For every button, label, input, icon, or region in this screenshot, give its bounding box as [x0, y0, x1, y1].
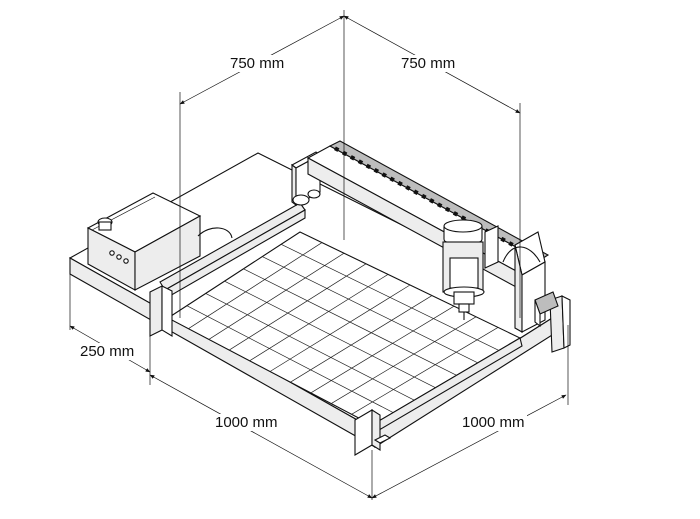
grid-line — [208, 252, 345, 340]
grid-line — [205, 293, 415, 401]
chain-link — [357, 159, 364, 165]
spindle — [442, 219, 499, 320]
chain-link — [405, 185, 411, 191]
chain-link — [397, 180, 403, 187]
spindle-mount — [484, 225, 499, 269]
grid-line — [280, 243, 500, 351]
work-table-grid — [186, 242, 500, 415]
chain-link — [460, 215, 467, 221]
chain-link — [381, 172, 387, 178]
chain-link — [373, 168, 380, 174]
chain-link — [334, 146, 340, 152]
indicator-icon — [116, 254, 122, 260]
indicator-icon — [123, 258, 129, 264]
grid-line — [224, 280, 436, 389]
dim-length-front: 1000 mm — [213, 414, 280, 431]
chain-link — [341, 150, 348, 157]
cable-carrier — [502, 246, 541, 263]
dim-length-right: 1000 mm — [460, 414, 527, 431]
grid-line — [243, 268, 457, 376]
chain-link — [500, 236, 506, 243]
chain-link — [365, 163, 372, 170]
end-plate-left — [149, 285, 173, 337]
dim-base-offset: 250 mm — [78, 343, 137, 360]
chain-link — [349, 155, 356, 161]
grid-line — [290, 295, 433, 383]
grid-line — [188, 242, 323, 329]
cable — [197, 227, 233, 239]
chain-link — [437, 202, 443, 208]
dim-width-left: 750 mm — [228, 55, 287, 72]
grid-line — [249, 274, 389, 362]
grid-line — [229, 263, 367, 351]
indicator-icon — [109, 250, 115, 256]
chain-link — [508, 241, 514, 247]
controller-box — [86, 192, 233, 291]
end-plate-right — [549, 295, 571, 353]
chain-link — [444, 206, 451, 213]
chain-link — [413, 189, 419, 195]
grid-line — [262, 256, 478, 364]
chain-link — [421, 193, 427, 200]
chain-link — [429, 198, 435, 204]
grid-line — [269, 284, 411, 372]
chain-link — [389, 176, 395, 183]
chain-link — [452, 211, 459, 217]
dim-width-right: 750 mm — [399, 55, 458, 72]
